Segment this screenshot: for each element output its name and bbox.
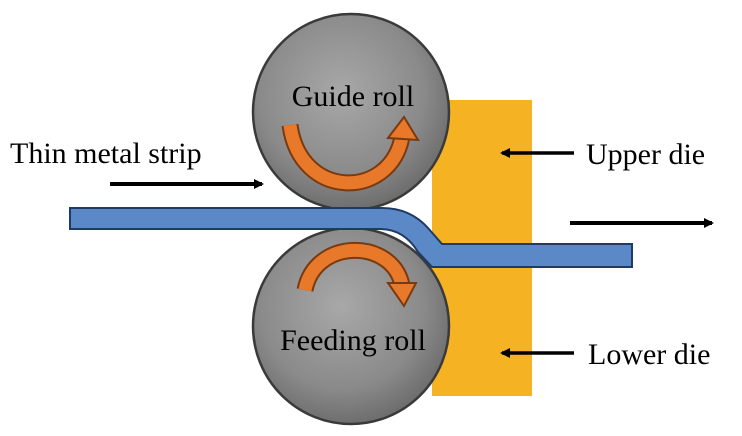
lower-die-label: Lower die (588, 338, 710, 371)
guide-roll-label: Guide roll (292, 80, 414, 113)
strip-label: Thin metal strip (10, 137, 202, 170)
upper-die-label: Upper die (586, 138, 705, 171)
metal-strip (69, 207, 633, 268)
curved-arrow-icon (281, 115, 420, 192)
feeding-roll-label: Feeding roll (280, 324, 426, 357)
curved-arrow-icon (296, 241, 418, 308)
